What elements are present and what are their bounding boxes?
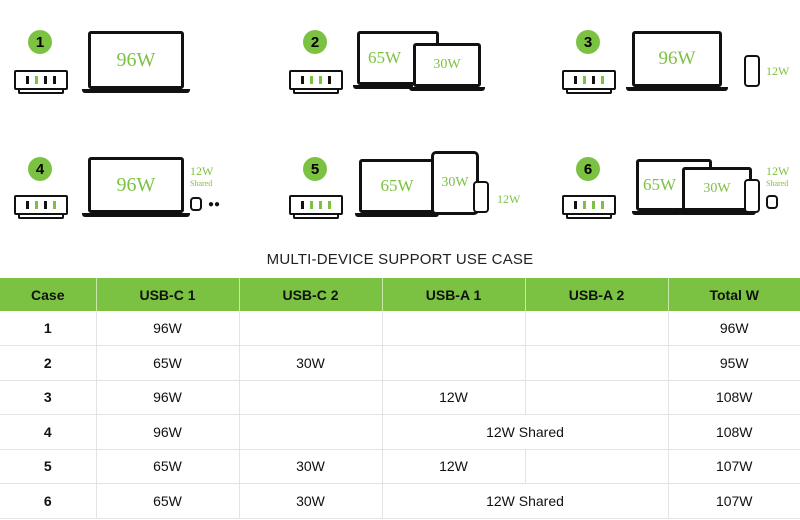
accessory-wattage-label: 12W — [766, 164, 790, 178]
cell-usba-shared: 12W Shared — [382, 414, 669, 450]
charger-hub-icon — [14, 195, 68, 219]
use-case-table: Case USB-C 1 USB-C 2 USB-A 1 USB-A 2 Tot… — [0, 278, 800, 519]
phone-icon — [744, 179, 760, 213]
cell-usbc1: 65W — [96, 345, 240, 381]
cell-case: 2 — [0, 345, 97, 381]
cell-usba-shared: 12W Shared — [382, 483, 669, 519]
cell-usba2 — [525, 380, 669, 415]
use-case-panel-4: 4 96W 12W Shared ●● — [10, 155, 260, 265]
charger-hub-icon — [562, 70, 616, 94]
case-number-badge: 6 — [576, 157, 600, 181]
case-number-badge: 1 — [28, 30, 52, 54]
cell-usbc1: 65W — [96, 483, 240, 519]
table-row: 3 96W 12W 108W — [0, 380, 800, 415]
accessory-wattage-label: 12W — [190, 164, 214, 178]
cell-usba1: 12W — [382, 380, 526, 415]
table-row: 4 96W 12W Shared 108W — [0, 414, 800, 450]
table-header-row: Case USB-C 1 USB-C 2 USB-A 1 USB-A 2 Tot… — [0, 278, 800, 311]
phone-wattage-label: 12W — [766, 64, 790, 78]
phone-icon — [744, 55, 760, 87]
cell-case: 1 — [0, 311, 97, 346]
table-row: 6 65W 30W 12W Shared 107W — [0, 483, 800, 519]
cell-usbc2 — [239, 380, 383, 415]
use-case-panel-3: 3 96W 12W — [560, 25, 800, 135]
header-total: Total W — [668, 278, 800, 311]
tablet-icon: 30W — [431, 151, 479, 215]
laptop-wattage-label: 65W — [643, 175, 677, 194]
cell-usba1 — [382, 345, 526, 381]
earbuds-icon: ●● — [208, 199, 221, 210]
cell-total: 107W — [668, 483, 800, 519]
cell-usbc1: 96W — [96, 380, 240, 415]
cell-total: 107W — [668, 449, 800, 484]
cell-usbc2: 30W — [239, 345, 383, 381]
cell-usbc2: 30W — [239, 483, 383, 519]
laptop-wattage-label: 65W — [380, 176, 414, 195]
cell-usba1 — [382, 311, 526, 346]
cell-usba2 — [525, 311, 669, 346]
phone-icon — [473, 181, 489, 213]
laptop-wattage-label: 65W — [368, 48, 402, 67]
charger-hub-icon — [289, 195, 343, 219]
cell-usbc1: 96W — [96, 414, 240, 450]
table-row: 5 65W 30W 12W 107W — [0, 449, 800, 484]
cell-total: 108W — [668, 380, 800, 415]
laptop-wattage-label: 30W — [433, 57, 461, 72]
header-usba1: USB-A 1 — [382, 278, 526, 311]
table-row: 1 96W 96W — [0, 311, 800, 346]
laptop-wattage-label: 30W — [703, 181, 731, 196]
watch-icon — [190, 197, 202, 211]
charger-hub-icon — [289, 70, 343, 94]
cell-usba2 — [525, 345, 669, 381]
charger-hub-icon — [14, 70, 68, 94]
cell-usbc1: 65W — [96, 449, 240, 484]
case-number-badge: 5 — [303, 157, 327, 181]
laptop-wattage-label: 96W — [658, 48, 696, 69]
case-number-badge: 4 — [28, 157, 52, 181]
cell-total: 95W — [668, 345, 800, 381]
case-number-badge: 3 — [576, 30, 600, 54]
shared-wattage-label: 12W Shared — [766, 165, 789, 190]
charger-hub-icon — [562, 195, 616, 219]
cell-case: 5 — [0, 449, 97, 484]
shared-wattage-label: 12W Shared — [190, 165, 213, 190]
case-number-badge: 2 — [303, 30, 327, 54]
cell-usbc2: 30W — [239, 449, 383, 484]
use-case-table-section: MULTI-DEVICE SUPPORT USE CASE Case USB-C… — [0, 240, 800, 520]
cell-total: 96W — [668, 311, 800, 346]
cell-usbc2 — [239, 311, 383, 346]
cell-total: 108W — [668, 414, 800, 450]
cell-case: 4 — [0, 414, 97, 450]
laptop-wattage-label: 96W — [116, 48, 156, 71]
cell-case: 3 — [0, 380, 97, 415]
use-case-panel-5: 5 65W 30W 12W — [285, 151, 535, 265]
header-usba2: USB-A 2 — [525, 278, 669, 311]
cell-usbc1: 96W — [96, 311, 240, 346]
use-case-panel-2: 2 65W 30W — [285, 25, 535, 135]
cell-usba2 — [525, 449, 669, 484]
use-case-panel-1: 1 96W — [10, 25, 260, 135]
watch-icon — [766, 195, 778, 209]
shared-tag: Shared — [190, 179, 213, 188]
tablet-wattage-label: 30W — [441, 175, 469, 190]
phone-wattage-label: 12W — [497, 192, 521, 206]
table-title: MULTI-DEVICE SUPPORT USE CASE — [266, 250, 534, 268]
shared-tag: Shared — [766, 179, 789, 188]
use-case-panel-6: 6 65W 30W 12W Shared — [560, 155, 800, 265]
table-row: 2 65W 30W 95W — [0, 345, 800, 381]
header-case: Case — [0, 278, 97, 311]
cell-case: 6 — [0, 483, 97, 519]
laptop-wattage-label: 96W — [116, 173, 156, 196]
header-usbc1: USB-C 1 — [96, 278, 240, 311]
cell-usbc2 — [239, 414, 383, 450]
cell-usba1: 12W — [382, 449, 526, 484]
header-usbc2: USB-C 2 — [239, 278, 383, 311]
